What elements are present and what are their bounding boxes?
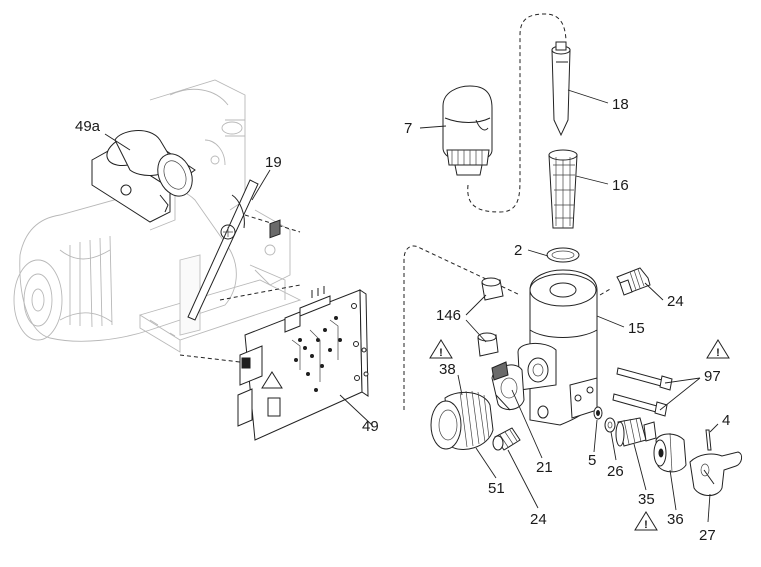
- part-146-bushings: [477, 277, 504, 357]
- warning-triangle-35: !: [634, 511, 658, 531]
- part-49a-capacitor: [91, 130, 196, 223]
- label-35: 35: [638, 491, 655, 508]
- label-2: 2: [514, 242, 522, 259]
- label-19: 19: [265, 154, 282, 171]
- part-36-cam: [653, 432, 687, 473]
- part-26-seat: [604, 417, 616, 433]
- part-18-rod: [551, 41, 571, 137]
- part-24-fitting-lower: [492, 427, 521, 451]
- part-21-clip: [491, 361, 525, 411]
- leader-lines: [104, 89, 719, 523]
- part-2-o-ring: [546, 247, 580, 263]
- label-51: 51: [488, 480, 505, 497]
- label-27: 27: [699, 527, 716, 544]
- part-5-washer: [593, 406, 603, 420]
- label-16: 16: [612, 177, 629, 194]
- label-5: 5: [588, 452, 596, 469]
- part-labels: 49a 19 7 18 16 2 24 146 15 38 97 4 49 21…: [75, 96, 730, 544]
- label-15: 15: [628, 320, 645, 337]
- label-18: 18: [612, 96, 629, 113]
- label-97: 97: [704, 368, 721, 385]
- label-26: 26: [607, 463, 624, 480]
- warning-triangle-97: !: [706, 339, 730, 359]
- label-24-lower: 24: [530, 511, 547, 528]
- part-15-manifold: [517, 269, 598, 426]
- part-24-fitting-upper: [616, 267, 651, 296]
- part-97-bolts: [612, 367, 673, 417]
- warning-mark: !: [644, 519, 648, 531]
- label-24-upper: 24: [667, 293, 684, 310]
- part-49-circuit-board: [179, 219, 369, 441]
- routing-line-left: [403, 245, 521, 410]
- label-7: 7: [404, 120, 412, 137]
- label-4: 4: [722, 412, 730, 429]
- part-4-pin: [705, 429, 712, 451]
- routing-line-24: [599, 287, 613, 296]
- part-51-pressure-knob: [430, 390, 494, 450]
- warning-triangle-38: !: [429, 339, 453, 359]
- label-49a: 49a: [75, 118, 101, 135]
- label-146: 146: [436, 307, 461, 324]
- part-35-cartridge: [615, 417, 657, 447]
- label-21: 21: [536, 459, 553, 476]
- warning-mark: !: [439, 347, 443, 359]
- label-38: 38: [439, 361, 456, 378]
- part-19-bracket: [187, 179, 301, 321]
- label-36: 36: [667, 511, 684, 528]
- part-27-handle: [689, 451, 743, 496]
- part-16-filter: [548, 149, 578, 229]
- board-traces: [291, 303, 369, 392]
- label-49: 49: [362, 418, 379, 435]
- part-7-knob-cap: [442, 85, 493, 176]
- warning-mark: !: [716, 347, 720, 359]
